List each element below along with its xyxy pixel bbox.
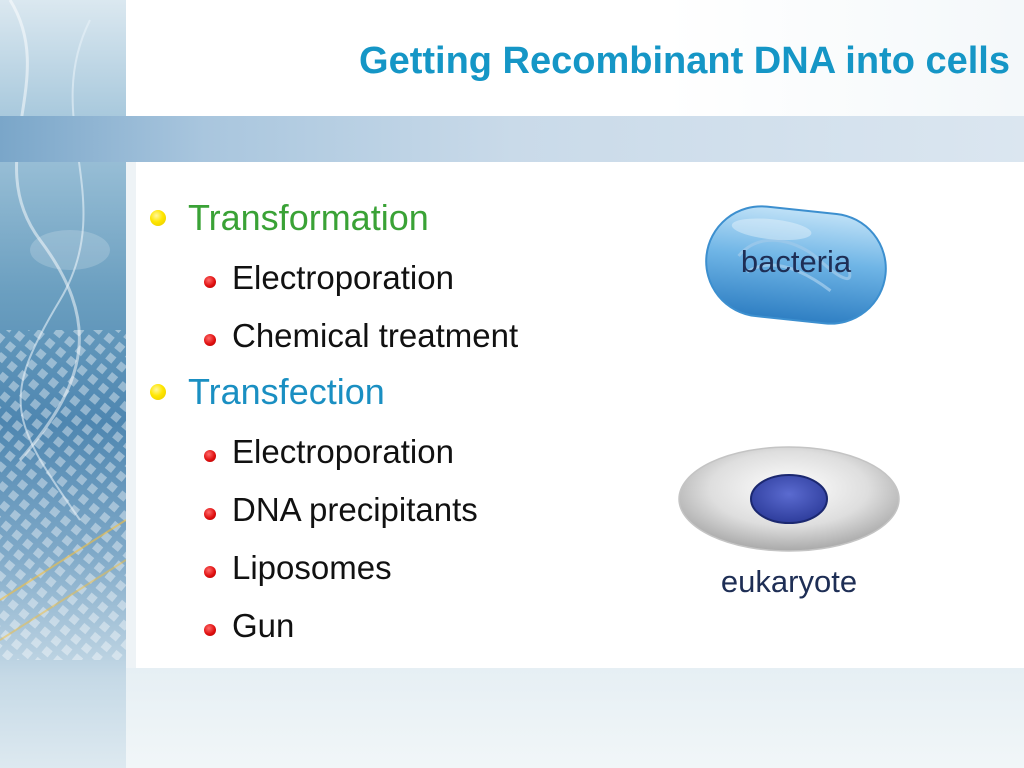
bacteria-icon [705,205,887,325]
title-band: Getting Recombinant DNA into cells [126,0,1024,116]
sub-bullet-dna-precipitants: DNA precipitants [146,482,666,540]
bacteria-label: bacteria [740,244,852,279]
content-panel: Transformation Electroporation Chemical … [136,162,1024,668]
sub-bullet-label: Liposomes [232,549,392,586]
sub-bullet-electroporation: Electroporation [146,250,666,308]
header-divider-band [0,116,1024,162]
footer-band [126,668,1024,768]
bullet-transfection: Transfection [146,366,666,424]
sub-bullet-liposomes: Liposomes [146,540,666,598]
eukaryote-illustration [676,444,902,554]
red-bullet-icon [204,508,216,520]
red-bullet-icon [204,566,216,578]
sub-bullet-electroporation: Electroporation [146,424,666,482]
sub-bullet-label: DNA precipitants [232,491,478,528]
sub-bullet-label: Gun [232,607,295,644]
bullet-list: Transformation Electroporation Chemical … [146,192,666,656]
bullet-transformation: Transformation [146,192,666,250]
yellow-bullet-icon [150,384,166,400]
bacteria-illustration: bacteria [698,202,894,328]
bullet-label: Transformation [188,197,429,238]
sub-bullet-label: Electroporation [232,433,454,470]
eukaryotic-cell-icon [678,446,900,552]
sub-bullet-label: Electroporation [232,259,454,296]
yellow-bullet-icon [150,210,166,226]
red-bullet-icon [204,624,216,636]
sub-bullet-gun: Gun [146,598,666,656]
red-bullet-icon [204,450,216,462]
decorative-pattern [0,0,126,660]
sub-bullet-chemical-treatment: Chemical treatment [146,308,666,366]
sub-bullet-label: Chemical treatment [232,317,519,354]
red-bullet-icon [204,276,216,288]
red-bullet-icon [204,334,216,346]
eukaryote-label: eukaryote [720,564,858,599]
bullet-label: Transfection [188,371,385,412]
slide-title: Getting Recombinant DNA into cells [359,40,1010,82]
